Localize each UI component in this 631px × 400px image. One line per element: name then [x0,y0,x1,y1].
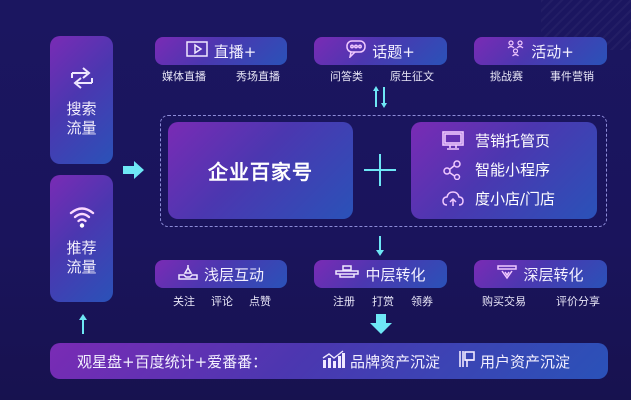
sub-item: 原生征文 [390,70,434,83]
source-label: 推荐流量 [66,239,97,276]
sub-item: 关注 [173,295,195,308]
play-video-icon [185,41,208,61]
channel-subs-topic: 问答类 原生征文 [330,68,434,84]
outcome-label: 品牌资产沉淀 [350,352,441,371]
channel-event: 活动+ [474,37,607,65]
data-tools-bar: 观星盘+百度统计+爱番番： 品牌资产沉淀 用户资产沉淀 [50,343,608,379]
channel-topic: 话题+ [314,37,447,65]
level-middle: 中层转化 [314,260,447,288]
core-tools-box: 营销托管页 智能小程序 度小店/门店 [411,122,597,219]
channel-label: 话题+ [372,42,415,61]
level-subs-shallow: 关注 评论 点赞 [173,293,271,309]
core-tool-mini-program: 智能小程序 [441,155,597,184]
chat-bubble-icon [346,40,366,62]
channel-label: 直播+ [213,42,257,61]
sub-item: 注册 [333,295,355,308]
monitor-icon [441,130,465,151]
sub-item: 挑战赛 [490,70,523,83]
channel-subs-event: 挑战赛 事件营销 [490,68,594,84]
sub-item: 媒体直播 [162,70,206,83]
arrow-down-icon [376,236,384,256]
core-tool-label: 度小店/门店 [475,190,556,208]
arrow-up-down-icon [373,86,387,108]
arrow-right-icon [123,161,144,179]
level-subs-deep: 购买交易 评价分享 [482,293,600,309]
channel-live: 直播+ [155,37,287,65]
hand-coin-icon [335,265,360,283]
source-label: 搜索流量 [66,100,97,137]
core-tool-store: 度小店/门店 [441,184,597,213]
outcome-brand-assets: 品牌资产沉淀 [322,350,440,372]
core-main-label: 企业百家号 [208,160,313,184]
enterprise-baijiahao-box: 企业百家号 [168,122,353,219]
swap-arrows-icon [69,66,95,94]
sub-item: 评价分享 [556,295,600,308]
source-card-recommend: 推荐流量 [50,175,113,302]
source-card-search: 搜索流量 [50,36,113,164]
plus-icon [364,154,396,186]
level-deep: 深层转化 [474,260,607,288]
sub-item: 评论 [211,295,233,308]
cloud-icon [441,190,465,208]
level-subs-middle: 注册 打赏 领券 [333,293,433,309]
core-tool-landing-page: 营销托管页 [441,126,597,155]
sub-item: 购买交易 [482,295,526,308]
level-shallow: 浅层互动 [155,260,287,288]
sub-item: 秀场直播 [236,70,280,83]
core-tool-label: 智能小程序 [475,161,551,179]
sub-item: 点赞 [249,295,271,308]
channel-label: 活动+ [531,42,574,61]
shield-down-icon [497,264,518,284]
data-tools-label: 观星盘+百度统计+爱番番： [77,352,268,371]
share-nodes-icon [441,159,465,180]
core-dashed-frame [160,115,607,227]
user-profile-icon [458,350,476,372]
level-label: 深层转化 [523,265,584,284]
arrow-up-icon [79,314,87,334]
sub-item: 问答类 [330,70,363,83]
sub-item: 打赏 [372,295,394,308]
sub-item: 事件营销 [550,70,594,83]
level-label: 中层转化 [365,265,426,284]
outcome-label: 用户资产沉淀 [480,352,571,371]
thumb-tray-icon [178,264,198,284]
level-label: 浅层互动 [203,265,264,284]
outcome-user-assets: 用户资产沉淀 [458,350,570,372]
channel-subs-live: 媒体直播 秀场直播 [162,68,280,84]
wifi-signal-icon [68,205,96,233]
bar-chart-icon [322,350,346,372]
users-group-icon [507,40,525,62]
arrow-down-bold-icon [370,314,392,334]
sub-item: 领券 [411,295,433,308]
core-tool-label: 营销托管页 [475,132,551,150]
